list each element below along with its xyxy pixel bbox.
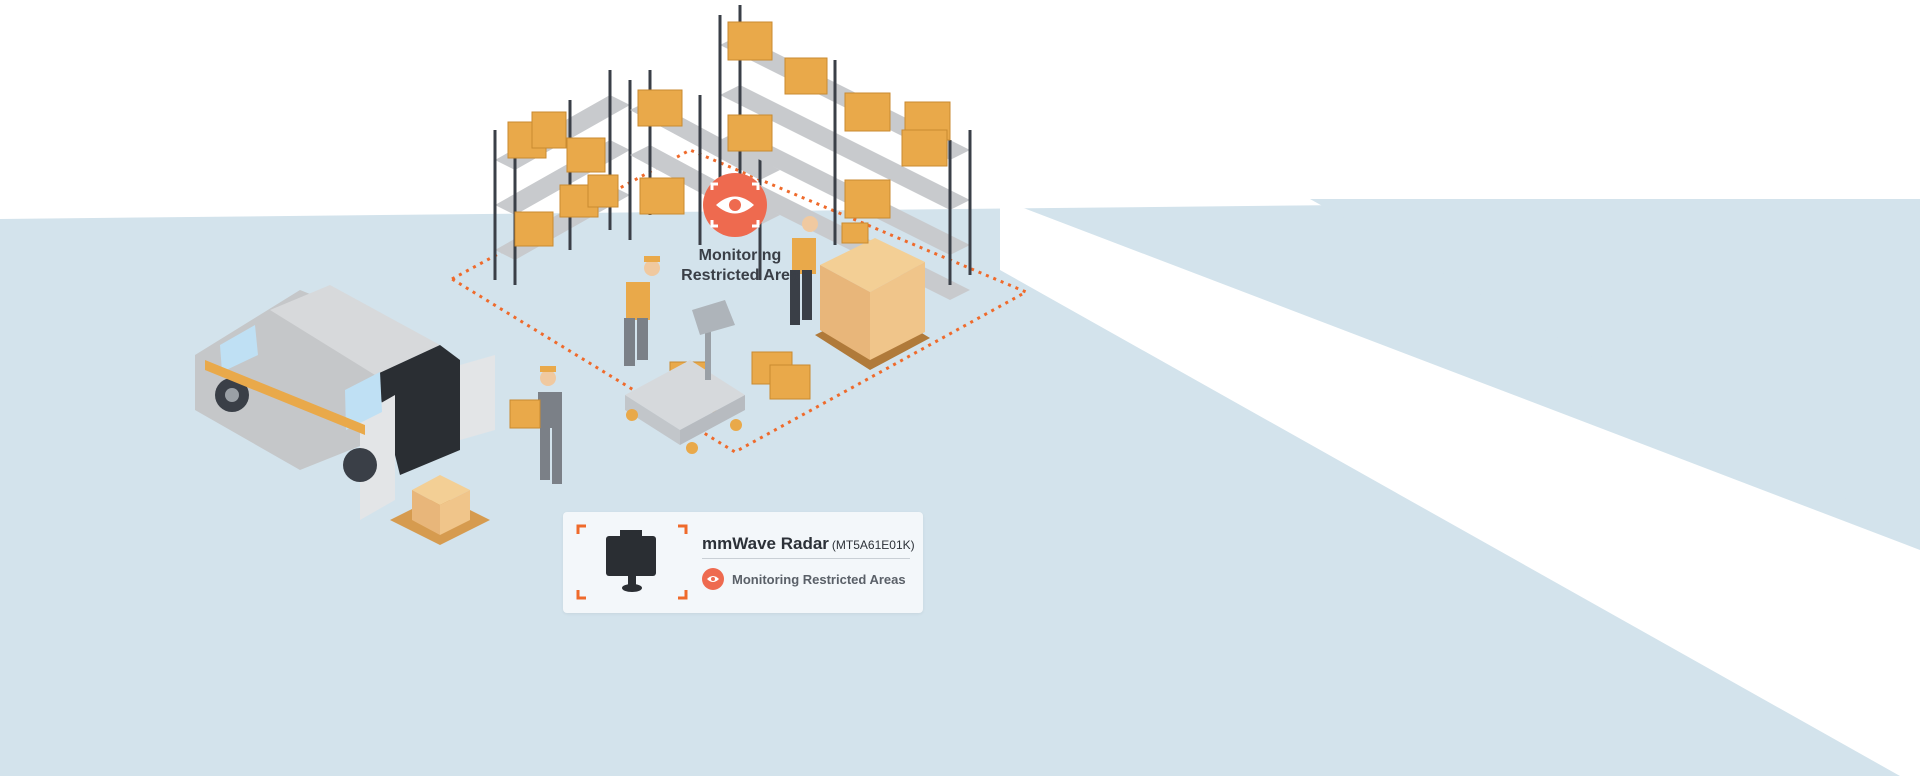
eye-icon <box>703 173 767 237</box>
cardboard-box-icon <box>507 21 951 247</box>
radar-device-image <box>576 524 688 600</box>
worker-icon <box>790 216 818 325</box>
floor <box>0 199 1920 776</box>
worker-icon <box>624 256 660 366</box>
eye-icon <box>702 568 724 590</box>
restricted-area-label: Monitoring Restricted Area <box>681 247 799 284</box>
device-model: (MT5A61E01K) <box>831 538 915 552</box>
device-feature-label: Monitoring Restricted Areas <box>732 571 906 587</box>
device-feature: Monitoring Restricted Areas <box>702 567 906 591</box>
van-icon <box>195 285 495 520</box>
device-title-row: mmWave Radar(MT5A61E01K) <box>702 534 915 559</box>
worker-icon <box>509 366 562 484</box>
radar-device-icon <box>606 530 656 592</box>
pallet-icon <box>390 475 490 545</box>
pallet-icon <box>815 238 930 370</box>
device-name: mmWave Radar <box>702 534 829 553</box>
scale-icon <box>625 300 745 454</box>
device-card[interactable]: mmWave Radar(MT5A61E01K) Monitoring Rest… <box>563 512 923 613</box>
